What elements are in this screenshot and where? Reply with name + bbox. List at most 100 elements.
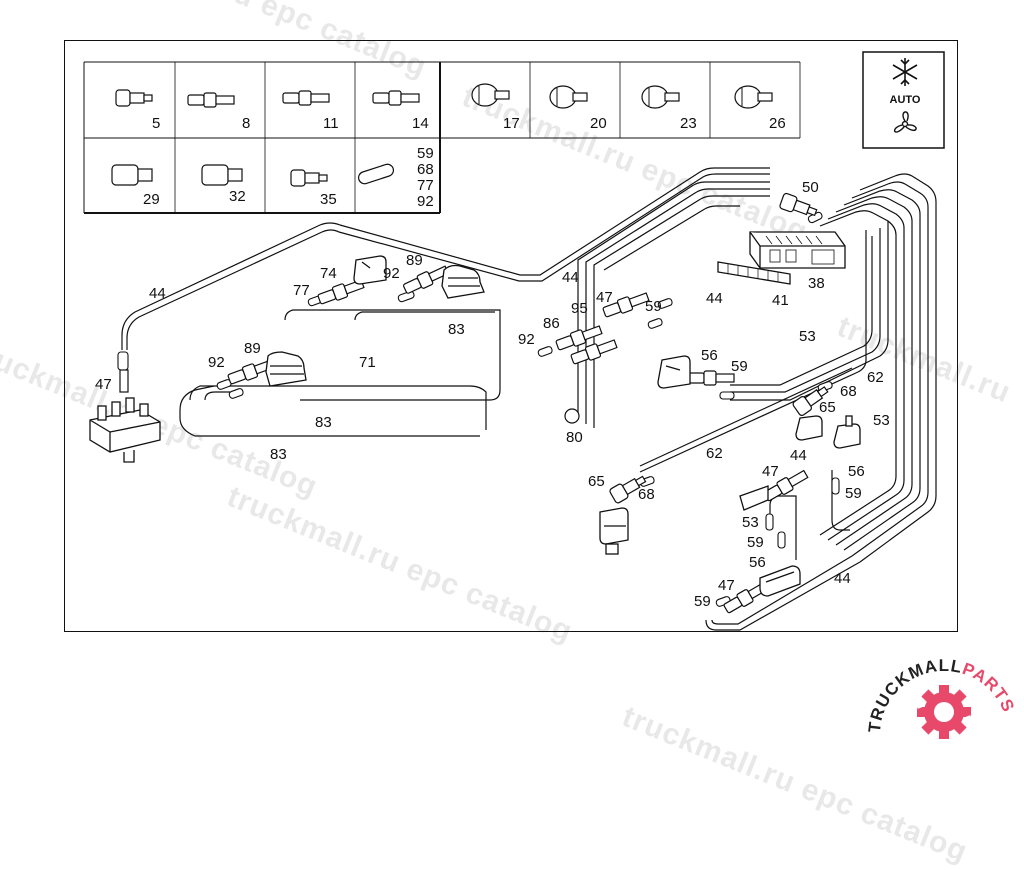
callout-44: 44 (834, 570, 851, 587)
truckmallparts-logo: TRUCKMALLPARTS (865, 656, 1018, 741)
callout-47: 47 (596, 289, 613, 306)
callout-47: 47 (95, 376, 112, 393)
valve-block-89 (265, 351, 307, 387)
callout-59: 59 (845, 485, 862, 502)
callout-68: 68 (638, 486, 655, 503)
connectors (119, 192, 832, 616)
callout-68: 68 (840, 383, 857, 400)
callout-59: 59 (731, 358, 748, 375)
connector-strip-41 (717, 261, 791, 285)
components (89, 231, 861, 597)
callout-47: 47 (718, 577, 735, 594)
climate-control-badge: AUTO (862, 51, 945, 149)
legend-label-23: 23 (680, 115, 697, 132)
fitting-17-icon (471, 83, 510, 107)
fitting-8-icon (187, 92, 235, 108)
legend-grid (83, 61, 801, 214)
legend-label-11: 11 (323, 115, 339, 132)
control-unit-38 (749, 231, 846, 269)
valve-block-83 (441, 264, 485, 299)
callout-44: 44 (149, 285, 166, 302)
callout-86: 86 (543, 315, 560, 332)
callout-44: 44 (706, 290, 723, 307)
legend-label-68: 68 (417, 161, 434, 178)
callout-53: 53 (742, 514, 759, 531)
callout-77: 77 (293, 282, 310, 299)
callout-56: 56 (749, 554, 766, 571)
fitting-5-icon (115, 89, 153, 107)
fitting-20-icon (549, 85, 588, 109)
valve-53 (833, 415, 861, 449)
callout-56: 56 (848, 463, 865, 480)
callout-71: 71 (359, 354, 376, 371)
manifold-47 (89, 397, 161, 463)
callout-65: 65 (588, 473, 605, 490)
legend-label-8: 8 (242, 115, 250, 132)
tube-stubs (117, 211, 840, 607)
callout-92: 92 (383, 265, 400, 282)
callout-83: 83 (270, 446, 287, 463)
callout-41: 41 (772, 292, 789, 309)
valve-65b (599, 507, 629, 555)
valve-unit-74 (353, 255, 387, 285)
logo-text-accent: PARTS (960, 659, 1018, 715)
callout-95: 95 (571, 300, 588, 317)
callout-59: 59 (747, 534, 764, 551)
tubing-lines (121, 167, 937, 631)
plug-80-icon (564, 408, 580, 424)
legend-label-17: 17 (503, 115, 520, 132)
callout-80: 80 (566, 429, 583, 446)
callout-59: 59 (694, 593, 711, 610)
connector-47a-icon (119, 369, 129, 393)
callout-89: 89 (244, 340, 261, 357)
fitting-14-icon (372, 90, 420, 106)
legend-label-59: 59 (417, 145, 434, 162)
callout-44: 44 (562, 269, 579, 286)
legend-label-77: 77 (417, 177, 434, 194)
fitting-tube-icon (357, 163, 395, 185)
fitting-35-icon (290, 169, 328, 187)
fitting-32-icon (201, 164, 243, 186)
pneumatic-line-diagram: 5 8 11 14 17 20 23 26 29 32 35 59 68 77 … (83, 51, 1018, 741)
snowflake-icon (892, 58, 918, 86)
fitting-23-icon (641, 85, 680, 109)
callout-65: 65 (819, 399, 836, 416)
legend-label-29: 29 (143, 191, 160, 208)
callout-53: 53 (873, 412, 890, 429)
valve-block-56 (657, 355, 691, 389)
callout-83: 83 (448, 321, 465, 338)
callout-62: 62 (867, 369, 884, 386)
legend-label-5: 5 (152, 115, 160, 132)
fitting-11-icon (282, 90, 330, 106)
fan-icon (894, 111, 917, 133)
callout-62: 62 (706, 445, 723, 462)
legend-label-35: 35 (320, 191, 337, 208)
callout-47: 47 (762, 463, 779, 480)
callout-56: 56 (701, 347, 718, 364)
callout-44: 44 (790, 447, 807, 464)
callout-83: 83 (315, 414, 332, 431)
callout-92: 92 (518, 331, 535, 348)
legend-label-14: 14 (412, 115, 429, 132)
callout-92: 92 (208, 354, 225, 371)
legend-labels: 5 8 11 14 17 20 23 26 29 32 35 59 68 77 … (143, 115, 786, 210)
diagram-frame (64, 40, 958, 632)
legend-label-26: 26 (769, 115, 786, 132)
callout-53: 53 (799, 328, 816, 345)
callout-59: 59 (645, 298, 662, 315)
valve-65a (795, 415, 823, 441)
callout-89: 89 (406, 252, 423, 269)
callout-labels: 50 38 41 44 44 44 44 44 47 47 47 47 59 5… (95, 179, 890, 610)
fitting-26-icon (734, 85, 773, 109)
auto-label: AUTO (890, 94, 921, 106)
connector-56-icon (687, 370, 735, 386)
legend-label-32: 32 (229, 188, 246, 205)
valve-47b (739, 485, 769, 511)
callout-50: 50 (802, 179, 819, 196)
legend-label-92: 92 (417, 193, 434, 210)
callout-74: 74 (320, 265, 337, 282)
legend-fittings (111, 83, 773, 187)
valve-44 (759, 565, 801, 597)
gear-logo-icon (915, 683, 973, 741)
